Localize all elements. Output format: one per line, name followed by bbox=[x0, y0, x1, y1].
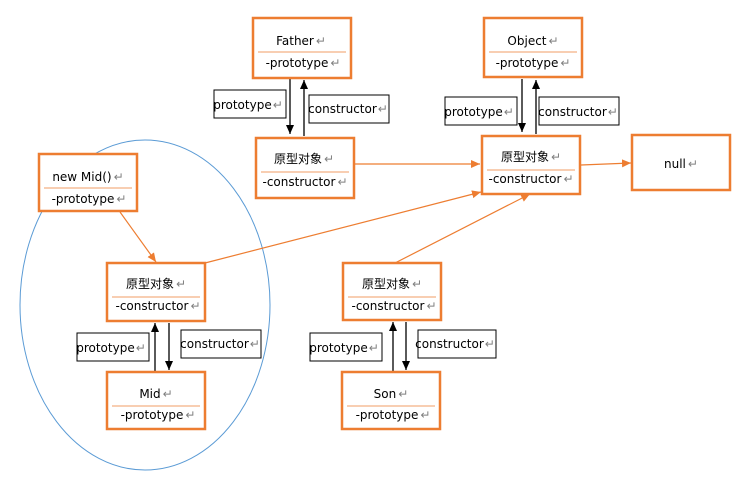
father-proto-title: 原型对象↵ bbox=[274, 152, 334, 166]
svg-text:constructor↵: constructor↵ bbox=[180, 337, 260, 351]
object-proto-title: 原型对象↵ bbox=[501, 150, 561, 164]
son-prototype-object-box: 原型对象↵ -constructor↵ bbox=[341, 261, 443, 322]
svg-text:constructor↵: constructor↵ bbox=[415, 337, 495, 351]
object-field: -prototype↵ bbox=[496, 56, 571, 70]
son-prototype-label: prototype↵ bbox=[309, 332, 383, 362]
object-prototype-label: prototype↵ bbox=[444, 96, 518, 126]
father-box: Father↵ -prototype↵ bbox=[251, 16, 353, 80]
object-box: Object↵ -prototype↵ bbox=[482, 16, 584, 79]
son-title: Son↵ bbox=[374, 387, 409, 401]
object-constructor-label: constructor↵ bbox=[538, 96, 620, 126]
son-field: -prototype↵ bbox=[356, 408, 431, 422]
arrow-mid-proto-to-object-proto bbox=[204, 190, 482, 264]
arrow-object-proto-to-null bbox=[580, 159, 632, 168]
father-prototype-object-box: 原型对象↵ -constructor↵ bbox=[254, 136, 356, 200]
mid-constructor-label: constructor↵ bbox=[180, 329, 262, 359]
new-mid-title: new Mid()↵ bbox=[52, 170, 123, 184]
mid-proto-title: 原型对象↵ bbox=[126, 277, 186, 291]
mid-title: Mid↵ bbox=[139, 387, 172, 401]
svg-text:constructor↵: constructor↵ bbox=[308, 102, 388, 116]
svg-text:prototype↵: prototype↵ bbox=[213, 98, 283, 112]
father-proto-field: -constructor↵ bbox=[262, 175, 347, 189]
father-prototype-label: prototype↵ bbox=[213, 89, 287, 119]
mid-group-ellipse bbox=[19, 139, 271, 471]
mid-prototype-label: prototype↵ bbox=[76, 332, 150, 362]
mid-prototype-object-box: 原型对象↵ -constructor↵ bbox=[105, 261, 207, 323]
arrow-new-mid-to-mid-proto bbox=[119, 211, 157, 263]
new-mid-field: -prototype↵ bbox=[52, 192, 127, 206]
svg-text:prototype↵: prototype↵ bbox=[309, 341, 379, 355]
son-proto-title: 原型对象↵ bbox=[362, 277, 422, 291]
son-constructor-label: constructor↵ bbox=[415, 329, 497, 359]
mid-box: Mid↵ -prototype↵ bbox=[105, 370, 207, 431]
object-prototype-object-box: 原型对象↵ -constructor↵ bbox=[480, 134, 582, 196]
mid-field: -prototype↵ bbox=[121, 408, 196, 422]
mid-proto-field: -constructor↵ bbox=[115, 299, 200, 313]
son-proto-field: -constructor↵ bbox=[351, 299, 436, 313]
father-field: -prototype↵ bbox=[266, 56, 341, 70]
svg-text:prototype↵: prototype↵ bbox=[76, 341, 146, 355]
father-constructor-label: constructor↵ bbox=[308, 94, 390, 124]
svg-text:constructor↵: constructor↵ bbox=[538, 105, 618, 119]
object-proto-field: -constructor↵ bbox=[488, 172, 573, 186]
svg-text:prototype↵: prototype↵ bbox=[444, 105, 514, 119]
new-mid-box: new Mid()↵ -prototype↵ bbox=[37, 152, 139, 213]
son-box: Son↵ -prototype↵ bbox=[340, 370, 442, 431]
object-title: Object↵ bbox=[507, 34, 558, 48]
arrow-son-proto-to-object-proto bbox=[394, 193, 531, 264]
father-title: Father↵ bbox=[276, 34, 326, 48]
null-title: null↵ bbox=[664, 157, 698, 171]
null-box: null↵ bbox=[630, 133, 732, 192]
